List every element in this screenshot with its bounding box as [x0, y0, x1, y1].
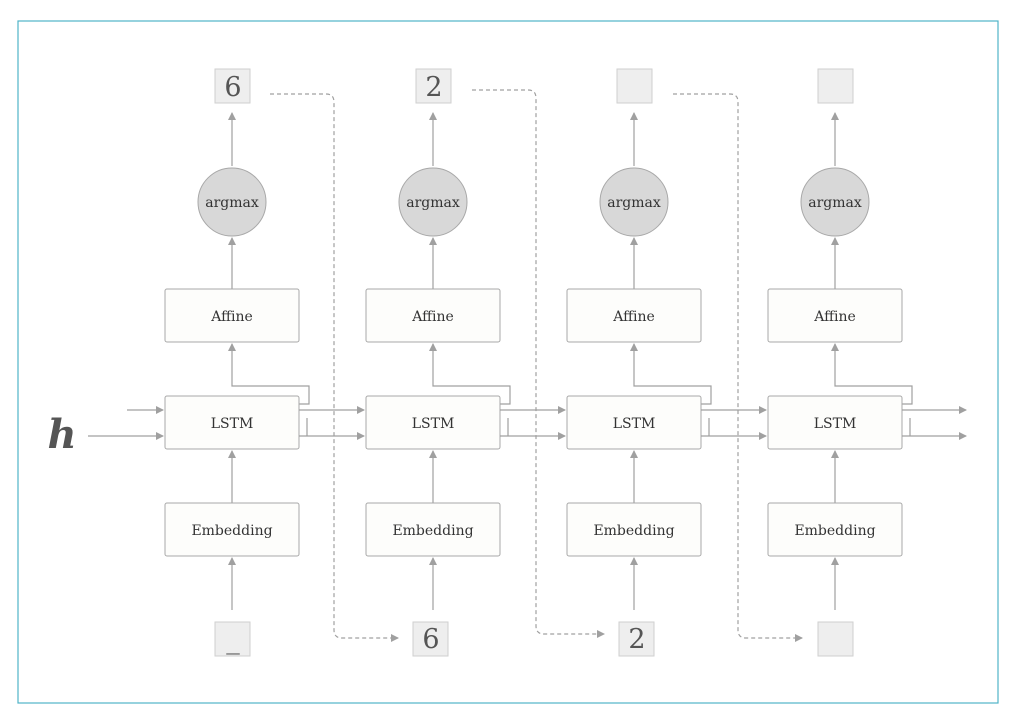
hidden-state-arrow — [500, 418, 565, 436]
embedding-label: Embedding — [593, 523, 674, 539]
output-token-box — [616, 68, 653, 104]
output-token: 6 — [224, 72, 241, 103]
argmax-label: argmax — [808, 195, 862, 211]
embedding-layer — [566, 502, 702, 557]
hidden-state-out-arrow — [902, 418, 966, 436]
output-token-box — [817, 68, 854, 104]
argmax-label: argmax — [205, 195, 259, 211]
lstm-to-affine-arrow — [228, 343, 310, 405]
diagram-frame — [17, 20, 999, 704]
lstm-to-affine-arrow — [831, 343, 913, 405]
embedding-label: Embedding — [794, 523, 875, 539]
time-step-1: 6 argmax Affine LSTM Embedding _ — [164, 68, 310, 657]
input-token-box — [412, 621, 449, 657]
embedding-label: Embedding — [191, 523, 272, 539]
affine-label: Affine — [813, 309, 856, 325]
lstm-layer — [566, 395, 702, 450]
argmax-node — [599, 167, 669, 237]
output-token: 2 — [425, 72, 442, 103]
affine-layer — [566, 288, 702, 343]
argmax-label: argmax — [406, 195, 460, 211]
lstm-to-affine-arrow — [630, 343, 712, 405]
input-token: 6 — [422, 624, 439, 655]
hidden-state-arrow — [299, 418, 364, 436]
lstm-layer — [365, 395, 501, 450]
lstm-to-affine-arrow — [429, 343, 511, 405]
affine-label: Affine — [612, 309, 655, 325]
lstm-label: LSTM — [814, 416, 857, 432]
input-token: 2 — [628, 624, 645, 655]
affine-layer — [767, 288, 903, 343]
embedding-layer — [164, 502, 300, 557]
argmax-node — [197, 167, 267, 237]
feedback-dashed-arrow — [270, 93, 399, 642]
argmax-node — [800, 167, 870, 237]
embedding-layer — [365, 502, 501, 557]
lstm-layer — [767, 395, 903, 450]
affine-label: Affine — [210, 309, 253, 325]
feedback-dashed-arrow — [472, 89, 605, 638]
output-token-box — [214, 68, 251, 104]
embedding-label: Embedding — [392, 523, 473, 539]
output-token-box — [415, 68, 452, 104]
input-token-box — [618, 621, 655, 657]
input-token-box — [214, 621, 251, 657]
embedding-layer — [767, 502, 903, 557]
lstm-layer — [164, 395, 300, 450]
time-step-3: argmax Affine LSTM Embedding 2 — [566, 68, 712, 657]
time-step-4: argmax Affine LSTM Embedding — [767, 68, 913, 657]
affine-label: Affine — [411, 309, 454, 325]
argmax-node — [398, 167, 468, 237]
feedback-dashed-arrow — [673, 93, 803, 642]
lstm-label: LSTM — [613, 416, 656, 432]
hidden-state-label: h — [47, 411, 76, 458]
lstm-label: LSTM — [412, 416, 455, 432]
input-token-box — [817, 621, 854, 657]
affine-layer — [164, 288, 300, 343]
affine-layer — [365, 288, 501, 343]
hidden-state-arrow — [701, 418, 766, 436]
lstm-label: LSTM — [211, 416, 254, 432]
time-step-2: 2 argmax Affine LSTM Embedding 6 — [365, 68, 511, 657]
argmax-label: argmax — [607, 195, 661, 211]
input-token: _ — [226, 624, 240, 655]
